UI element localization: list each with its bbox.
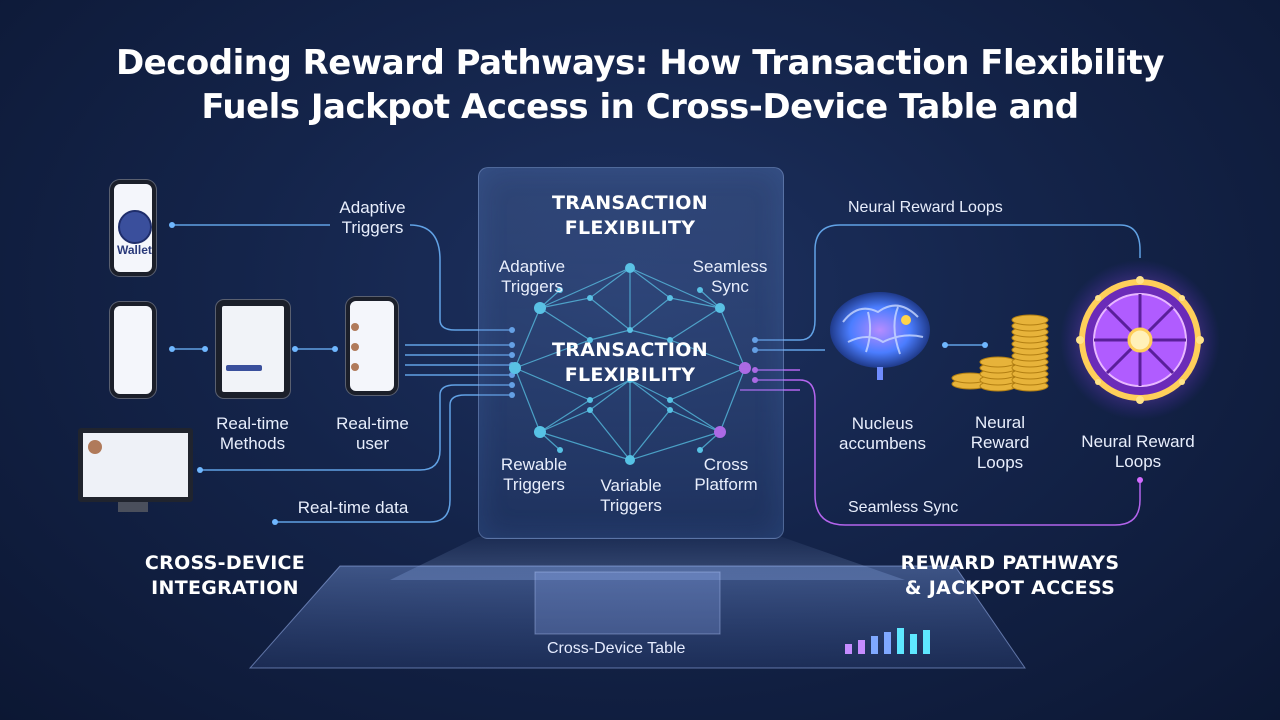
avatar-icon — [351, 363, 359, 371]
panel-heading-top: TRANSACTION FLEXIBILITY — [552, 192, 708, 239]
panel-label-cross-platform: Cross Platform — [694, 455, 758, 494]
avatar-icon — [88, 440, 102, 454]
tablet-icon — [216, 300, 290, 398]
wallet-label: Wallet — [117, 243, 152, 257]
avatar-icon — [351, 343, 359, 351]
phone-icon — [110, 302, 156, 398]
transaction-flexibility-panel — [478, 167, 784, 539]
network-nodes — [509, 263, 725, 465]
label-realtime-data: Real-time data — [297, 498, 409, 517]
section-heading-cross-device: CROSS-DEVICE INTEGRATION — [144, 552, 306, 599]
cross-device-table-surface — [248, 565, 1026, 669]
label-cross-device-table: Cross-Device Table — [547, 640, 686, 657]
avatar-icon — [351, 323, 359, 331]
label-adaptive-triggers: Adaptive Triggers — [339, 198, 406, 237]
panel-label-seamless-sync: Seamless Sync — [692, 257, 768, 296]
brain-icon — [830, 292, 930, 380]
label-neural-reward-loops-top: Neural Reward Loops — [848, 199, 1003, 216]
tablet-progress-bar — [226, 365, 262, 371]
label-neural-reward-loops-coins: Neural Reward Loops — [970, 413, 1030, 472]
panel-label-adaptive-triggers: Adaptive Triggers — [498, 257, 566, 296]
label-realtime-methods: Real-time Methods — [216, 414, 289, 453]
coin-stacks-icon — [951, 314, 1049, 392]
label-seamless-sync-bottom: Seamless Sync — [848, 499, 959, 516]
panel-label-variable-triggers: Variable Triggers — [600, 476, 662, 515]
monitor-stand — [118, 502, 148, 512]
label-realtime-user: Real-time user — [336, 414, 409, 453]
page-title-line-2: Fuels Jackpot Access in Cross-Device Tab… — [201, 87, 1079, 127]
jackpot-wheel-icon — [1060, 260, 1220, 420]
label-neural-reward-loops-wheel: Neural Reward Loops — [1081, 432, 1195, 471]
panel-heading-middle: TRANSACTION FLEXIBILITY — [552, 339, 708, 386]
section-heading-reward-pathways: REWARD PATHWAYS & JACKPOT ACCESS — [900, 552, 1120, 599]
table-center-screen — [534, 571, 721, 635]
table-bar-chart — [845, 628, 930, 654]
label-nucleus-accumbens: Nucleus accumbens — [839, 414, 926, 453]
panel-label-rewable-triggers: Rewable Triggers — [500, 455, 568, 494]
wallet-logo-icon — [118, 210, 152, 244]
page-title-line-1: Decoding Reward Pathways: How Transactio… — [115, 43, 1165, 83]
